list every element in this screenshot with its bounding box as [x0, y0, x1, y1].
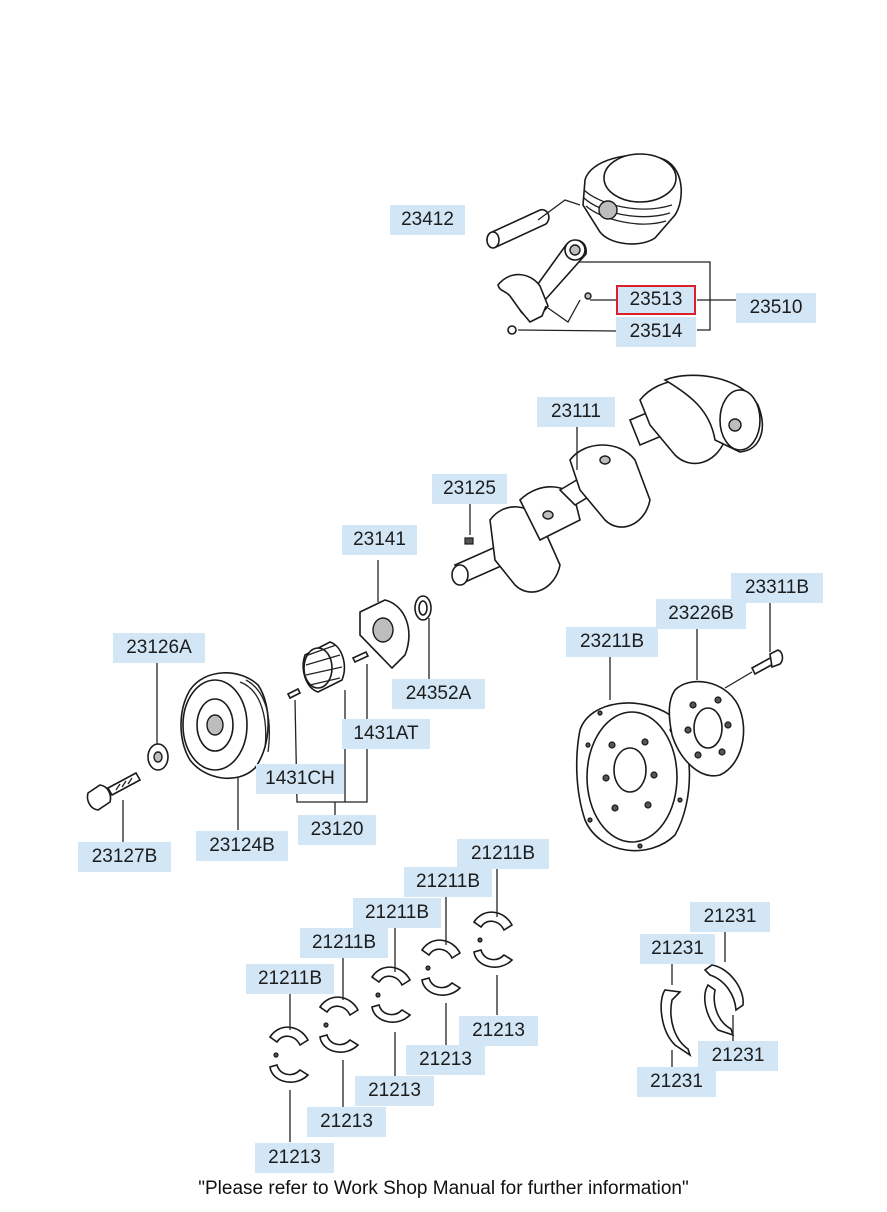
- thrust-washer-drawing: [414, 595, 432, 621]
- oil-pump-sprocket-drawing: [359, 599, 410, 670]
- callout-21231-upper-left[interactable]: 21231: [640, 934, 715, 964]
- pulley-bolt-drawing: [86, 771, 142, 811]
- flywheel-bolt-drawing: [750, 649, 784, 676]
- crankshaft-pulley-drawing: [180, 672, 271, 780]
- callout-23127B[interactable]: 23127B: [78, 842, 171, 872]
- callout-21211B-1[interactable]: 21211B: [246, 964, 334, 994]
- main-bearing-set-1: [268, 1026, 310, 1083]
- main-bearing-set-5: [472, 911, 514, 968]
- connecting-rod-drawing: [497, 239, 592, 335]
- callout-23125[interactable]: 23125: [432, 474, 507, 504]
- main-bearing-set-4: [420, 939, 462, 996]
- callout-23111[interactable]: 23111: [537, 397, 615, 427]
- piston-pin-drawing: [486, 208, 550, 249]
- callout-21213-4[interactable]: 21213: [406, 1045, 485, 1075]
- piston-drawing: [582, 153, 682, 245]
- crankshaft-sprocket-drawing: [302, 641, 346, 693]
- callout-1431CH[interactable]: 1431CH: [256, 764, 344, 794]
- thrust-bearing-drawing: [660, 964, 744, 1057]
- callout-23226B[interactable]: 23226B: [656, 599, 746, 629]
- callout-24352A[interactable]: 24352A: [392, 679, 485, 709]
- callout-21213-2[interactable]: 21213: [307, 1107, 386, 1137]
- callout-23513-highlighted[interactable]: 23513: [616, 285, 696, 315]
- callout-21211B-4[interactable]: 21211B: [404, 867, 492, 897]
- callout-23514[interactable]: 23514: [616, 317, 696, 347]
- callout-21211B-2[interactable]: 21211B: [300, 928, 388, 958]
- callout-21211B-5[interactable]: 21211B: [457, 839, 549, 869]
- callout-21213-5[interactable]: 21213: [459, 1016, 538, 1046]
- callout-23510[interactable]: 23510: [736, 293, 816, 323]
- callout-23126A[interactable]: 23126A: [113, 633, 205, 663]
- callout-21213-3[interactable]: 21213: [355, 1076, 434, 1106]
- main-bearing-set-3: [370, 966, 412, 1023]
- callout-23120[interactable]: 23120: [298, 815, 376, 845]
- main-bearing-set-2: [318, 996, 360, 1053]
- callout-21213-1[interactable]: 21213: [255, 1143, 334, 1173]
- adapter-plate-drawing: [668, 680, 745, 777]
- footer-note: "Please refer to Work Shop Manual for fu…: [198, 1178, 689, 1199]
- drive-plate-drawing: [575, 702, 691, 852]
- callout-23311B[interactable]: 23311B: [731, 573, 823, 603]
- callout-23211B[interactable]: 23211B: [566, 627, 658, 657]
- callout-23141[interactable]: 23141: [342, 525, 417, 555]
- callout-21231-lower-right[interactable]: 21231: [698, 1041, 778, 1071]
- callout-21231-upper-right[interactable]: 21231: [690, 902, 770, 932]
- callout-1431AT[interactable]: 1431AT: [342, 719, 430, 749]
- callout-23124B[interactable]: 23124B: [196, 831, 288, 861]
- crankshaft-drawing: [451, 374, 764, 593]
- pulley-washer-drawing: [147, 743, 169, 771]
- callout-21231-lower-left[interactable]: 21231: [637, 1067, 716, 1097]
- callout-21211B-3[interactable]: 21211B: [353, 898, 441, 928]
- callout-23412[interactable]: 23412: [390, 205, 465, 235]
